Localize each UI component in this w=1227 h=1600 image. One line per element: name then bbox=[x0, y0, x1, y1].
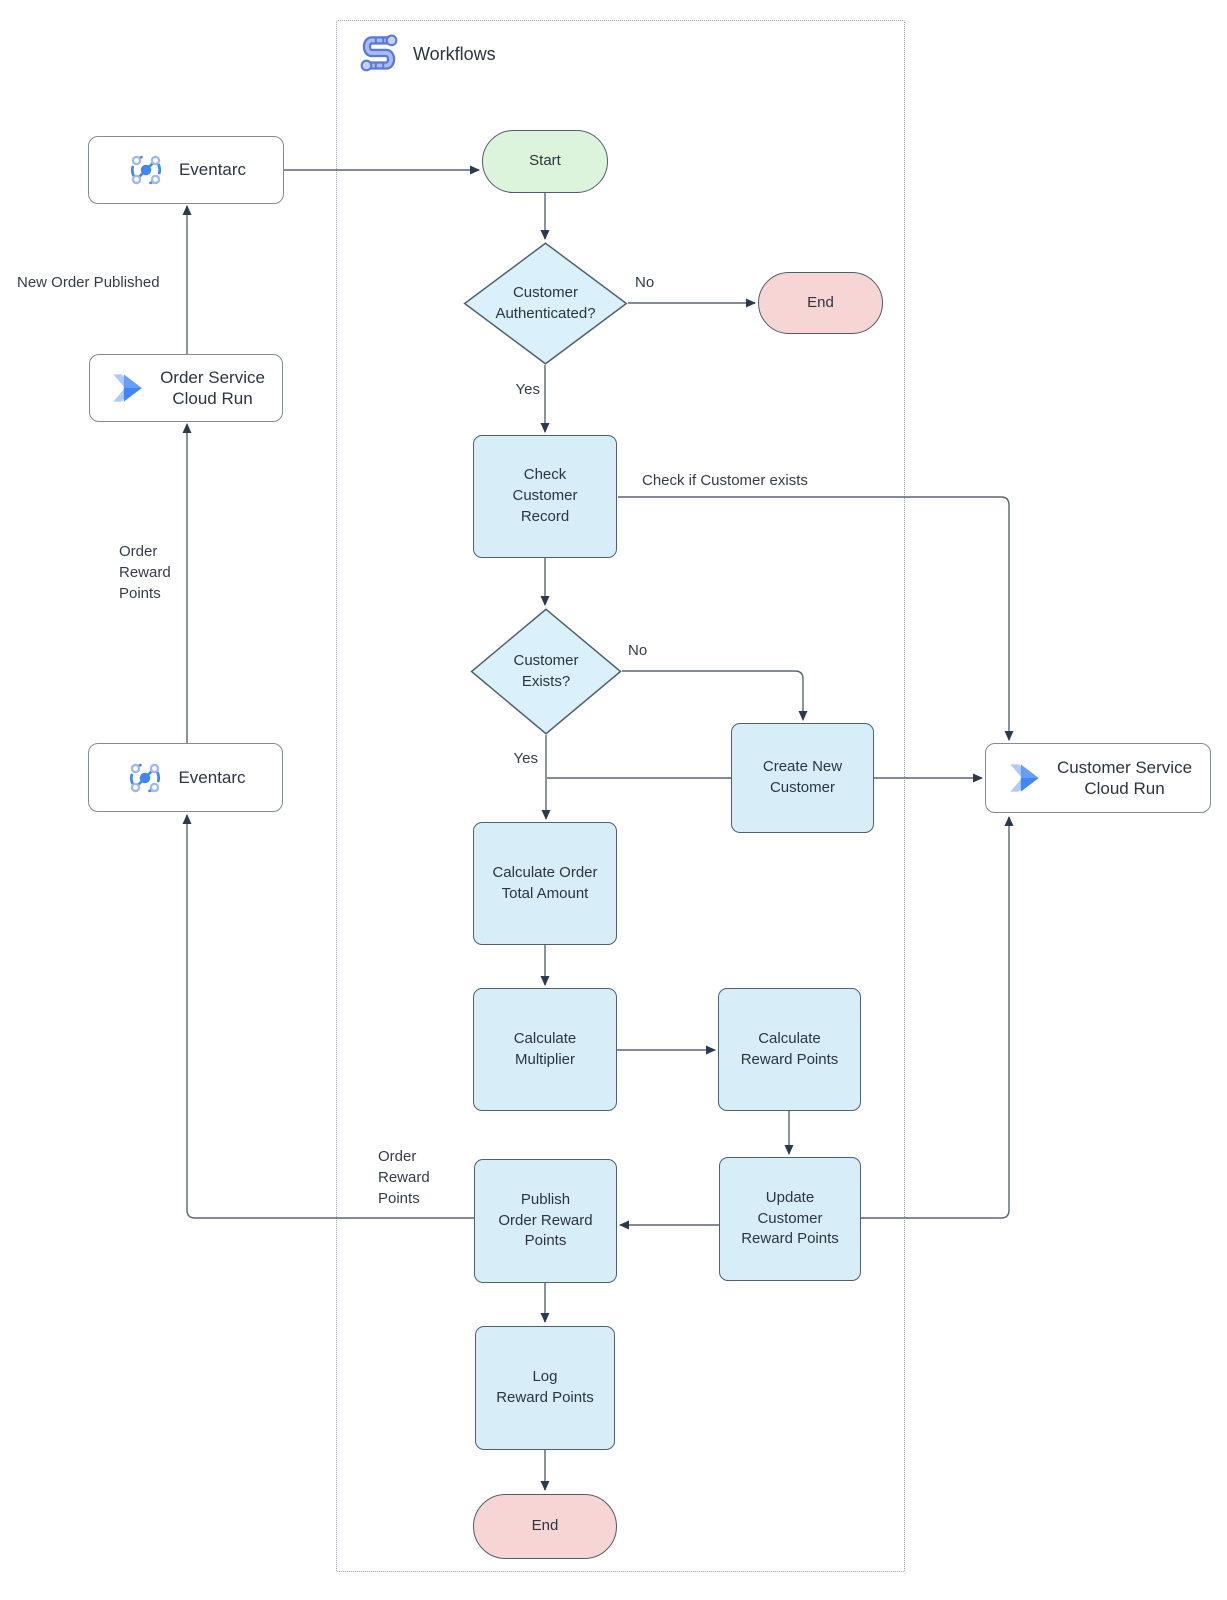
edge-exists-no-to-create bbox=[622, 670, 808, 721]
node-label: Eventarc bbox=[178, 160, 247, 180]
node-calculate-multiplier: Calculate Multiplier bbox=[473, 988, 617, 1111]
edge-update-to-customer-service bbox=[861, 816, 1014, 1219]
node-eventarc-top: Eventarc bbox=[88, 136, 284, 204]
node-label: Order Service Cloud Run bbox=[160, 367, 265, 408]
node-label: End bbox=[807, 293, 834, 311]
eventarc-icon bbox=[126, 150, 166, 190]
cloud-run-icon bbox=[1004, 758, 1044, 798]
node-label: Calculate Order Total Amount bbox=[492, 863, 598, 902]
edge-publish-to-eventarc bbox=[182, 814, 474, 1219]
node-calculate-order-total: Calculate Order Total Amount bbox=[473, 822, 617, 945]
node-eventarc-bottom: Eventarc bbox=[88, 743, 283, 812]
node-label: End bbox=[531, 1517, 559, 1535]
node-label: Create New Customer bbox=[762, 758, 843, 796]
edge-label-auth-no: No bbox=[633, 272, 657, 293]
node-label: Check Customer Record bbox=[512, 466, 578, 525]
edge-check-to-customer-service bbox=[618, 496, 1014, 741]
node-label: Start bbox=[529, 152, 561, 170]
node-label: Publish Order Reward Points bbox=[498, 1190, 593, 1250]
node-publish-order-reward-points: Publish Order Reward Points bbox=[474, 1159, 617, 1283]
eventarc-icon bbox=[125, 758, 165, 798]
node-log-reward-points: Log Reward Points bbox=[475, 1326, 615, 1450]
edge-label-order-reward-points-bottom: Order Reward Points bbox=[376, 1146, 432, 1209]
edge-label-order-reward-points-left: Order Reward Points bbox=[117, 541, 173, 604]
node-label: Log Reward Points bbox=[496, 1368, 594, 1406]
workflows-group-header: Workflows bbox=[356, 31, 496, 77]
node-end-top: End bbox=[758, 272, 883, 334]
edge-label-check-if-customer-exists: Check if Customer exists bbox=[640, 470, 810, 491]
workflows-group-title: Workflows bbox=[413, 43, 496, 64]
node-start: Start bbox=[482, 130, 608, 193]
node-calculate-reward-points: Calculate Reward Points bbox=[718, 988, 861, 1111]
node-label: Eventarc bbox=[178, 767, 246, 787]
node-create-new-customer: Create New Customer bbox=[731, 723, 874, 833]
node-label: Calculate Multiplier bbox=[513, 1029, 577, 1068]
node-order-service-cloud-run: Order Service Cloud Run bbox=[89, 354, 283, 422]
cloud-run-icon bbox=[107, 368, 147, 408]
workflows-icon bbox=[356, 31, 402, 77]
edge-label-exists-yes: Yes bbox=[494, 748, 540, 769]
workflows-group-container bbox=[336, 20, 905, 1572]
edge-label-auth-yes: Yes bbox=[496, 379, 542, 400]
node-label: Customer Authenticated? bbox=[495, 283, 596, 322]
edge-label-exists-no: No bbox=[626, 640, 650, 661]
node-label: Customer Service Cloud Run bbox=[1056, 757, 1193, 798]
node-customer-authenticated: Customer Authenticated? bbox=[463, 242, 628, 365]
node-customer-service-cloud-run: Customer Service Cloud Run bbox=[985, 743, 1211, 813]
edge-label-new-order-published: New Order Published bbox=[15, 272, 162, 293]
node-label: Update Customer Reward Points bbox=[741, 1188, 839, 1248]
node-customer-exists: Customer Exists? bbox=[470, 608, 622, 735]
node-check-customer-record: Check Customer Record bbox=[473, 435, 617, 558]
node-label: Customer Exists? bbox=[513, 651, 579, 690]
node-label: Calculate Reward Points bbox=[740, 1029, 839, 1068]
node-end-bottom: End bbox=[473, 1494, 617, 1559]
node-update-customer-reward-points: Update Customer Reward Points bbox=[719, 1157, 861, 1281]
